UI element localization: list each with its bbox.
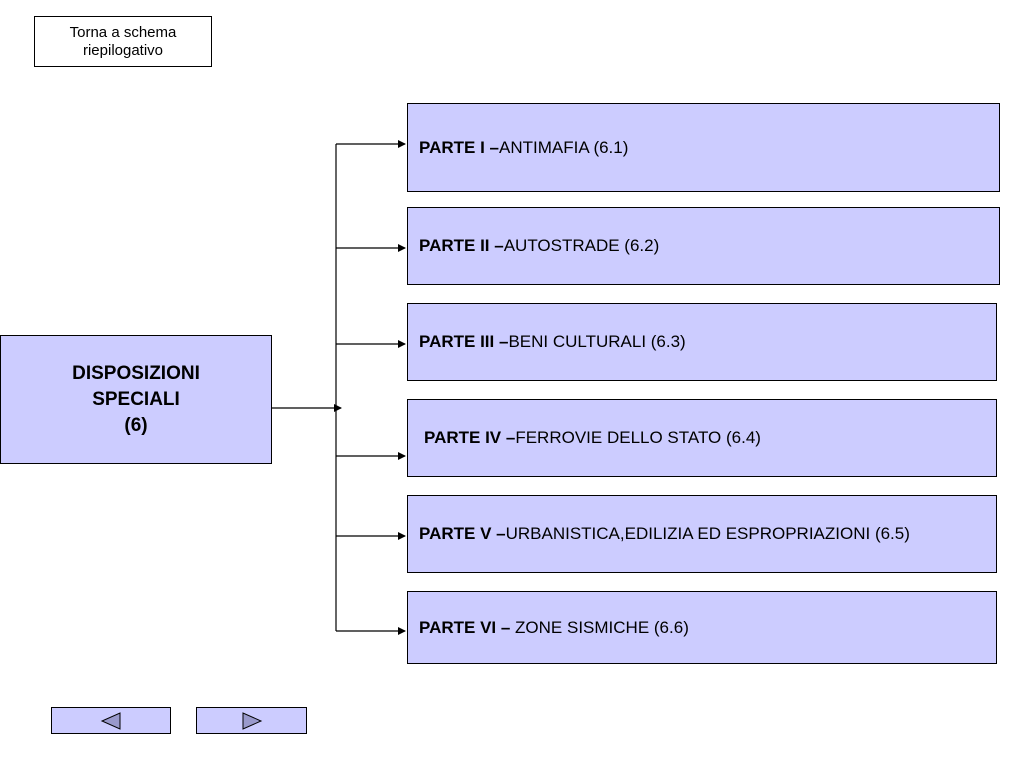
part-3-title: BENI CULTURALI (6.3)	[508, 332, 686, 351]
triangle-right-icon	[242, 711, 262, 730]
part-4-label: PARTE IV –	[424, 428, 516, 447]
part-5-title: URBANISTICA,EDILIZIA ED ESPROPRIAZIONI (…	[505, 524, 910, 543]
back-link-line1: Torna a schema	[69, 23, 177, 41]
part-2-box[interactable]: PARTE II – AUTOSTRADE (6.2)	[407, 207, 1000, 285]
part-6-title: ZONE SISMICHE (6.6)	[510, 617, 689, 637]
back-link-line2: riepilogativo	[82, 41, 164, 59]
part-6-label: PARTE VI –	[419, 617, 511, 637]
part-1-title: ANTIMAFIA (6.1)	[498, 137, 629, 157]
previous-slide-button[interactable]	[51, 707, 171, 734]
main-box-disposizioni-speciali: DISPOSIZIONI SPECIALI (6)	[0, 335, 272, 464]
part-2-title: AUTOSTRADE (6.2)	[503, 236, 660, 255]
back-to-summary-link[interactable]: Torna a schema riepilogativo	[34, 16, 212, 67]
main-box-line2: SPECIALI	[92, 388, 180, 410]
next-slide-button[interactable]	[196, 707, 307, 734]
part-1-box[interactable]: PARTE I – ANTIMAFIA (6.1)	[407, 103, 1000, 192]
part-4-title: FERROVIE DELLO STATO (6.4)	[515, 428, 761, 447]
part-1-label: PARTE I –	[419, 137, 499, 157]
part-5-label: PARTE V –	[419, 524, 506, 543]
part-3-box[interactable]: PARTE III – BENI CULTURALI (6.3)	[407, 303, 997, 381]
triangle-left-icon	[100, 711, 121, 730]
part-4-box[interactable]: PARTE IV – FERROVIE DELLO STATO (6.4)	[407, 399, 997, 477]
part-2-label: PARTE II –	[419, 236, 504, 255]
part-5-box[interactable]: PARTE V – URBANISTICA,EDILIZIA ED ESPROP…	[407, 495, 997, 573]
part-6-box[interactable]: PARTE VI – ZONE SISMICHE (6.6)	[407, 591, 997, 664]
main-box-line1: DISPOSIZIONI	[72, 362, 200, 384]
part-3-label: PARTE III –	[419, 332, 509, 351]
main-box-line3: (6)	[124, 414, 148, 436]
